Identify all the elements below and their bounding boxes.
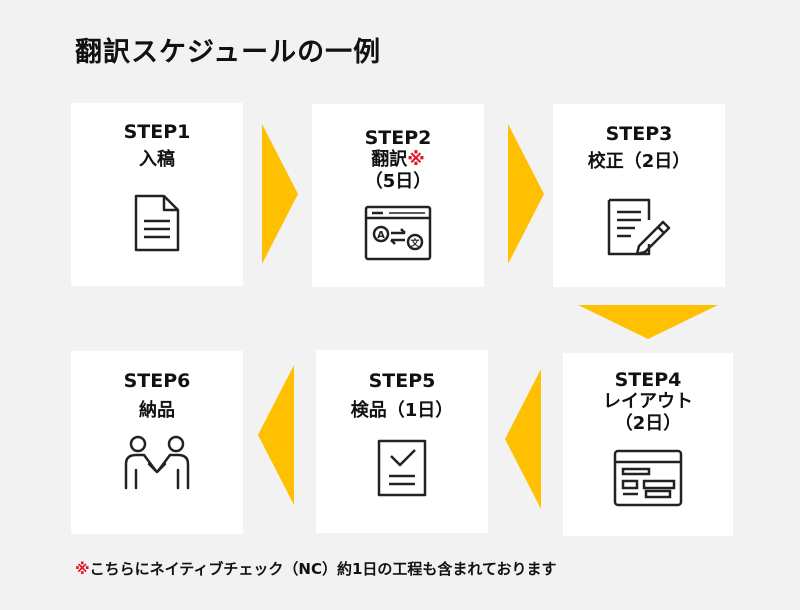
step-label: 校正（2日） xyxy=(587,151,691,172)
step-number: STEP6 xyxy=(123,370,191,392)
step-number: STEP2 xyxy=(364,127,432,149)
arrow-right-2 xyxy=(508,124,544,264)
step-label-text: 翻訳 xyxy=(371,149,408,170)
step-label: レイアウト xyxy=(603,391,693,412)
step-duration: （5日） xyxy=(364,171,432,192)
arrow-right-1 xyxy=(262,124,298,264)
svg-text:A: A xyxy=(377,230,385,241)
step-number: STEP5 xyxy=(368,370,436,392)
note-mark: ※ xyxy=(75,560,90,578)
layout-window-icon xyxy=(612,448,684,508)
step-number: STEP1 xyxy=(123,121,191,143)
step-label: 納品 xyxy=(139,400,175,421)
page-title: 翻訳スケジュールの一例 xyxy=(75,37,382,68)
svg-text:文: 文 xyxy=(409,237,420,249)
note-mark: ※ xyxy=(407,149,425,170)
step-card-3: STEP3 校正（2日） xyxy=(553,104,725,287)
arrow-left-1 xyxy=(505,369,541,509)
arrow-left-2 xyxy=(258,365,294,505)
step-card-2: STEP2 翻訳※ （5日） A 文 xyxy=(312,104,484,287)
step-card-6: STEP6 納品 xyxy=(71,351,243,534)
translation-browser-icon: A 文 xyxy=(363,204,433,262)
step-card-4: STEP4 レイアウト （2日） xyxy=(563,353,733,536)
step-label: 翻訳※ xyxy=(312,149,484,171)
step-label: 検品（1日） xyxy=(350,400,454,421)
edit-document-icon xyxy=(605,196,673,258)
step-number: STEP4 xyxy=(614,369,682,391)
step-card-1: STEP1 入稿 xyxy=(71,103,243,286)
checklist-icon xyxy=(375,438,429,498)
handshake-icon xyxy=(122,434,192,492)
footnote-text: こちらにネイティブチェック（NC）約1日の工程も含まれております xyxy=(89,560,557,578)
step-number: STEP3 xyxy=(605,123,673,145)
step-card-5: STEP5 検品（1日） xyxy=(316,350,488,533)
arrow-down xyxy=(578,305,718,339)
step-label: 入稿 xyxy=(139,149,175,170)
footnote: ※こちらにネイティブチェック（NC）約1日の工程も含まれております xyxy=(75,558,557,579)
step-duration: （2日） xyxy=(614,413,682,434)
document-icon xyxy=(132,193,182,253)
